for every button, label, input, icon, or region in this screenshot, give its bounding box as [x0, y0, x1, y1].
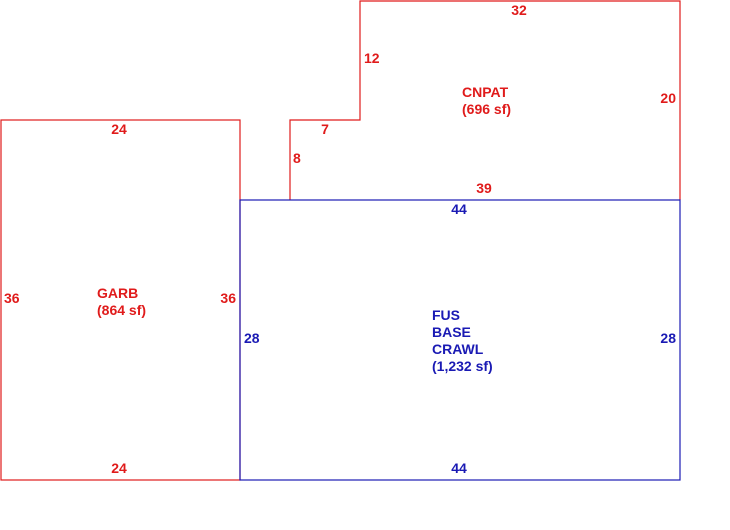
cnpat-name-label: CNPAT: [462, 84, 509, 100]
fus-label-line-1: FUS: [432, 307, 460, 323]
fus-label-line-3: CRAWL: [432, 341, 484, 357]
cnpat-bottom-dimension: 39: [476, 180, 492, 196]
garb-left-dimension: 36: [4, 290, 20, 306]
fus-area-label: (1,232 sf): [432, 358, 493, 374]
fus-right-dimension: 28: [660, 330, 676, 346]
garb-top-dimension: 24: [111, 121, 127, 137]
cnpat-left-dimension: 8: [293, 150, 301, 166]
cnpat-step-horizontal-dimension: 7: [321, 121, 329, 137]
garb-bottom-dimension: 24: [111, 460, 127, 476]
garb-name-label: GARB: [97, 285, 138, 301]
fus-left-dimension: 28: [244, 330, 260, 346]
garb-right-dimension: 36: [220, 290, 236, 306]
cnpat-step-vertical-dimension: 12: [364, 50, 380, 66]
fus-bottom-dimension: 44: [451, 460, 467, 476]
cnpat-area-label: (696 sf): [462, 101, 511, 117]
fus-label-line-2: BASE: [432, 324, 471, 340]
fus-outline: [239, 199, 681, 481]
cnpat-right-dimension: 20: [660, 90, 676, 106]
garb-area-label: (864 sf): [97, 302, 146, 318]
cnpat-top-dimension: 32: [511, 2, 527, 18]
cnpat-outline: [289, 0, 681, 200]
fus-top-dimension: 44: [451, 201, 467, 217]
